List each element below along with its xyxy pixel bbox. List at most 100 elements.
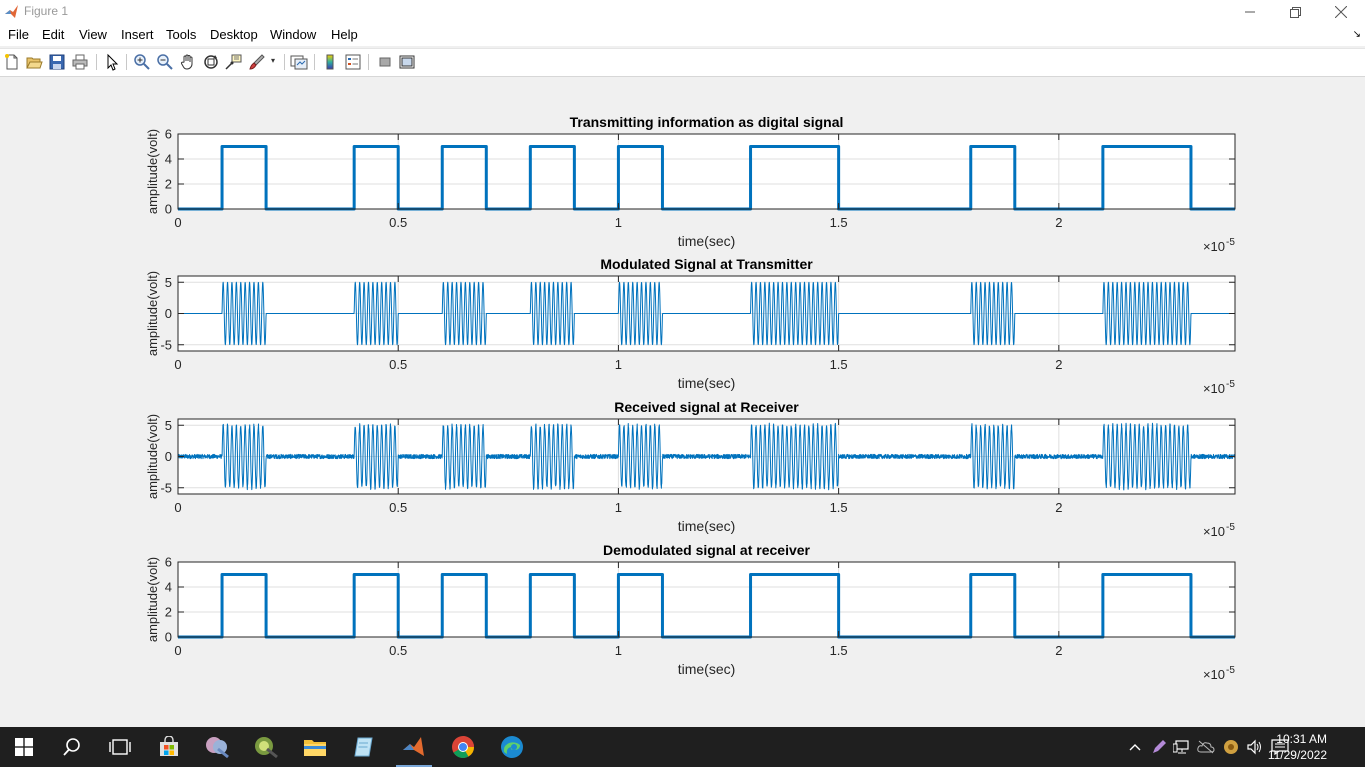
x-tick-label: 0.5 — [389, 500, 407, 515]
close-button[interactable] — [1318, 0, 1364, 24]
window-title: Figure 1 — [24, 4, 69, 18]
axes-box — [177, 133, 1236, 210]
new-figure-icon[interactable] — [3, 53, 21, 71]
menu-edit[interactable]: Edit — [42, 27, 65, 42]
select-arrow-icon[interactable] — [103, 53, 121, 71]
y-tick-label: 0 — [165, 630, 172, 645]
x-exponent-power: -5 — [1226, 665, 1235, 676]
microsoft-store-icon[interactable] — [145, 727, 193, 767]
menu-insert[interactable]: Insert — [121, 27, 154, 42]
y-tick-label: 0 — [165, 202, 172, 217]
menu-file[interactable]: File — [8, 27, 29, 42]
zoom-out-icon[interactable] — [156, 53, 174, 71]
x-axis-label: time(sec) — [678, 661, 736, 677]
x-tick-label: 1 — [615, 357, 622, 372]
volume-icon[interactable] — [1244, 727, 1266, 767]
minimize-icon — [1245, 11, 1255, 13]
x-tick-label: 1.5 — [830, 357, 848, 372]
x-exponent-power: -5 — [1226, 522, 1235, 533]
axes-box — [177, 561, 1236, 638]
rotate-3d-icon[interactable] — [202, 53, 220, 71]
task-view-icon[interactable] — [96, 727, 144, 767]
minimize-button[interactable] — [1227, 0, 1273, 24]
y-tick-label: 5 — [165, 275, 172, 290]
menu-view[interactable]: View — [79, 27, 107, 42]
legend-icon[interactable] — [344, 53, 362, 71]
menu-window[interactable]: Window — [270, 27, 317, 42]
windows-taskbar: 10:31 AM 11/29/2022 — [0, 727, 1365, 767]
file-explorer-icon[interactable] — [291, 727, 339, 767]
app-icon-2[interactable] — [242, 727, 290, 767]
search-icon[interactable] — [48, 727, 96, 767]
y-tick-label: 4 — [165, 152, 172, 167]
pan-hand-icon[interactable] — [179, 53, 197, 71]
x-tick-label: 1.5 — [830, 215, 848, 230]
hide-plot-tools-icon[interactable] — [376, 53, 394, 71]
toolbar-separator — [126, 54, 127, 70]
y-tick-label: -5 — [160, 480, 172, 495]
save-icon[interactable] — [48, 53, 66, 71]
x-axis-label: time(sec) — [678, 375, 736, 391]
y-axis-label: amplitude(volt) — [145, 414, 160, 499]
menu-help[interactable]: Help — [331, 27, 358, 42]
subplot-title: Modulated Signal at Transmitter — [600, 256, 813, 272]
link-plot-icon[interactable] — [290, 53, 308, 71]
toolbar-separator — [284, 54, 285, 70]
x-tick-label: 1 — [615, 500, 622, 515]
series-line-1 — [177, 422, 1236, 491]
network-icon[interactable] — [1172, 727, 1192, 767]
x-tick-label: 2 — [1055, 643, 1062, 658]
pen-icon[interactable] — [1149, 727, 1169, 767]
dock-arrow-icon[interactable]: ↘ — [1352, 29, 1361, 40]
chrome-icon[interactable] — [439, 727, 487, 767]
notepad-icon[interactable] — [340, 727, 388, 767]
x-tick-label: 0 — [174, 357, 181, 372]
x-tick-label: 1 — [615, 643, 622, 658]
notification-icon[interactable] — [1268, 727, 1292, 767]
window-titlebar: Figure 1 — [0, 0, 1365, 24]
y-axis-label: amplitude(volt) — [145, 129, 160, 214]
y-tick-label: 2 — [165, 177, 172, 192]
app-icon-1[interactable] — [193, 727, 241, 767]
y-tick-label: 6 — [165, 127, 172, 142]
x-tick-label: 0.5 — [389, 643, 407, 658]
matlab-icon[interactable] — [390, 727, 438, 767]
x-tick-label: 0 — [174, 643, 181, 658]
y-tick-label: 0 — [165, 306, 172, 321]
x-tick-label: 1.5 — [830, 643, 848, 658]
subplot-title: Transmitting information as digital sign… — [570, 114, 844, 130]
brush-dropdown-icon[interactable]: ▾ — [271, 56, 276, 65]
chevron-up-icon[interactable] — [1126, 727, 1144, 767]
menu-bar: File Edit View Insert Tools Desktop Wind… — [0, 24, 1365, 46]
matlab-app-icon — [5, 5, 18, 18]
close-icon — [1335, 6, 1347, 18]
brush-icon[interactable] — [248, 53, 266, 71]
active-app-indicator — [396, 765, 432, 767]
onedrive-icon[interactable] — [1196, 727, 1216, 767]
windows-start-icon[interactable] — [0, 727, 48, 767]
print-icon[interactable] — [71, 53, 89, 71]
x-tick-label: 2 — [1055, 500, 1062, 515]
x-exponent-base: ×10 — [1203, 239, 1225, 254]
zoom-in-icon[interactable] — [133, 53, 151, 71]
show-plot-tools-icon[interactable] — [398, 53, 416, 71]
x-tick-label: 0 — [174, 500, 181, 515]
series-line-1 — [177, 281, 1236, 346]
restore-button[interactable] — [1272, 0, 1318, 24]
settings-icon[interactable] — [1220, 727, 1242, 767]
x-exponent-power: -5 — [1226, 237, 1235, 248]
open-file-icon[interactable] — [25, 53, 43, 71]
subplot-title: Received signal at Receiver — [614, 399, 799, 415]
y-axis-label: amplitude(volt) — [145, 557, 160, 642]
menu-tools[interactable]: Tools — [166, 27, 197, 42]
toolbar-separator — [96, 54, 97, 70]
data-cursor-icon[interactable] — [225, 53, 243, 71]
menu-desktop[interactable]: Desktop — [210, 27, 258, 42]
colorbar-icon[interactable] — [321, 53, 339, 71]
y-tick-label: 5 — [165, 418, 172, 433]
subplot-title: Demodulated signal at receiver — [603, 542, 811, 558]
edge-icon[interactable] — [488, 727, 536, 767]
